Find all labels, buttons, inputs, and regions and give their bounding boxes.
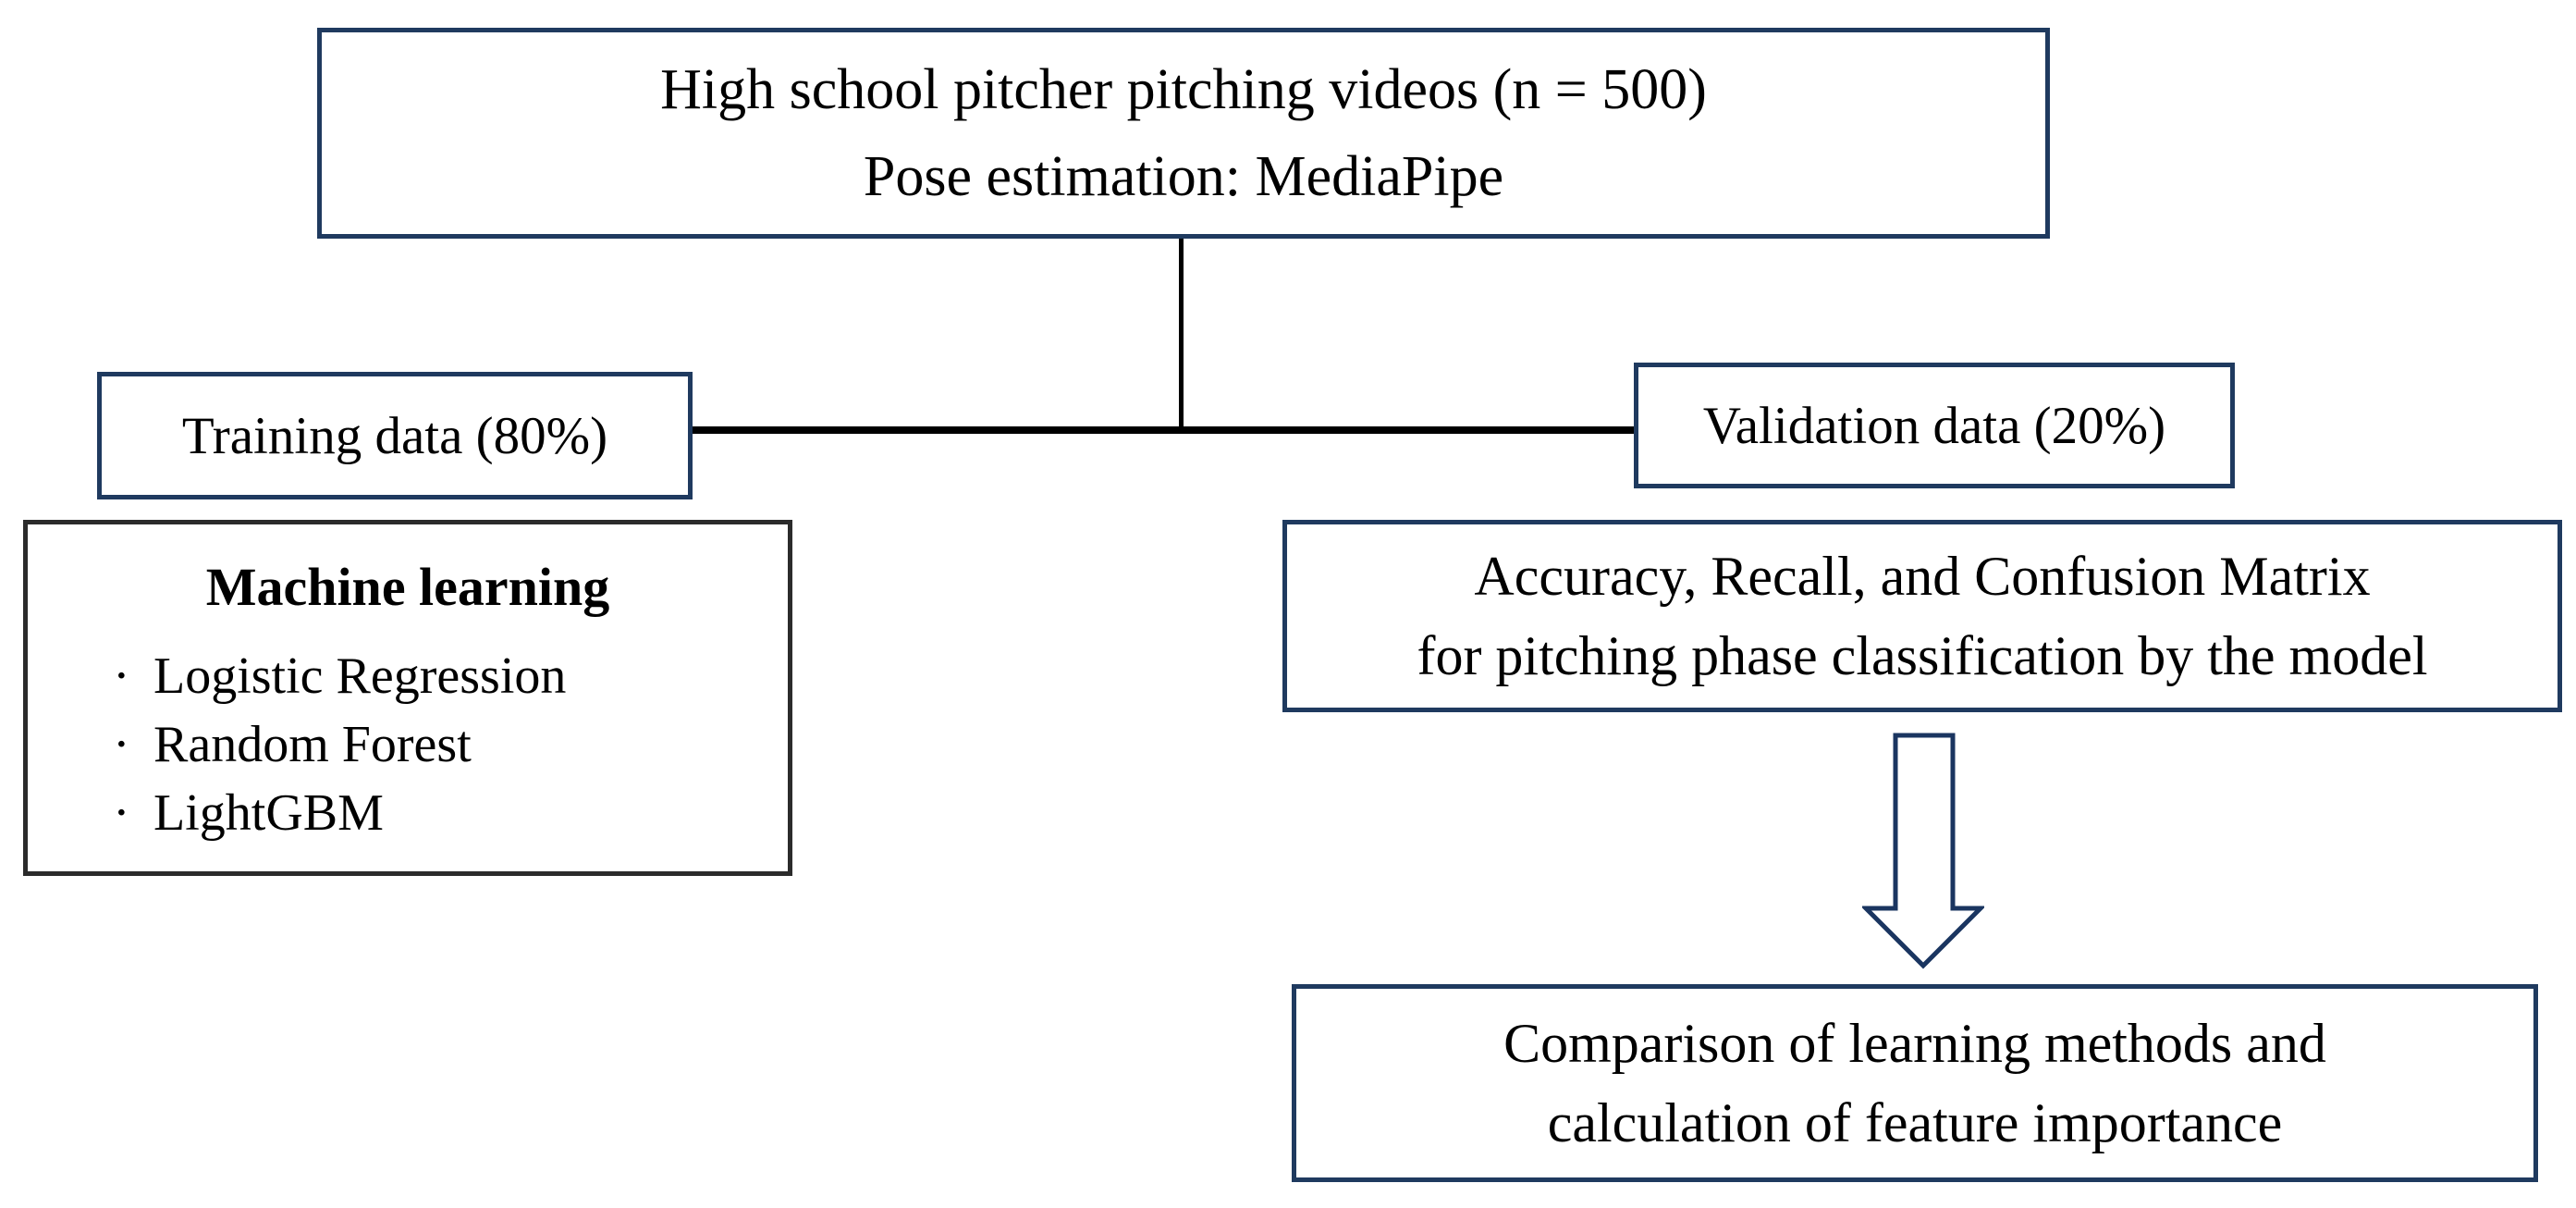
connector-split-horizontal	[690, 426, 1636, 434]
evaluation-metrics-line2: for pitching phase classification by the…	[1417, 625, 2428, 686]
list-item-logistic-regression: · Logistic Regression	[46, 642, 769, 710]
validation-data-label: Validation data (20%)	[1702, 396, 2166, 455]
comparison-result-box: Comparison of learning methods and calcu…	[1292, 984, 2538, 1182]
evaluation-metrics-box: Accuracy, Recall, and Confusion Matrix f…	[1282, 520, 2562, 712]
validation-data-box: Validation data (20%)	[1634, 363, 2235, 488]
source-videos-box: High school pitcher pitching videos (n =…	[317, 28, 2050, 239]
training-data-label: Training data (80%)	[181, 406, 608, 465]
bullet-icon: ·	[113, 716, 130, 773]
comparison-result-line2: calculation of feature importance	[1547, 1092, 2283, 1153]
list-item-label: LightGBM	[153, 784, 384, 842]
connector-top-vertical	[1179, 239, 1184, 430]
machine-learning-title: Machine learning	[205, 557, 610, 617]
pose-estimation-line2: Pose estimation: MediaPipe	[863, 145, 1504, 208]
evaluation-metrics-line1: Accuracy, Recall, and Confusion Matrix	[1474, 546, 2371, 607]
list-item-random-forest: · Random Forest	[46, 710, 769, 779]
training-data-box: Training data (80%)	[97, 372, 693, 499]
list-item-label: Random Forest	[153, 716, 472, 773]
comparison-result-line1: Comparison of learning methods and	[1503, 1013, 2326, 1074]
list-item-lightgbm: · LightGBM	[46, 779, 769, 847]
machine-learning-box: Machine learning · Logistic Regression · R…	[23, 520, 792, 876]
source-videos-line1: High school pitcher pitching videos (n =…	[660, 58, 1707, 121]
bullet-icon: ·	[113, 647, 130, 705]
bullet-icon: ·	[113, 784, 130, 842]
down-arrow-icon	[1862, 733, 1984, 969]
list-item-label: Logistic Regression	[153, 647, 567, 705]
